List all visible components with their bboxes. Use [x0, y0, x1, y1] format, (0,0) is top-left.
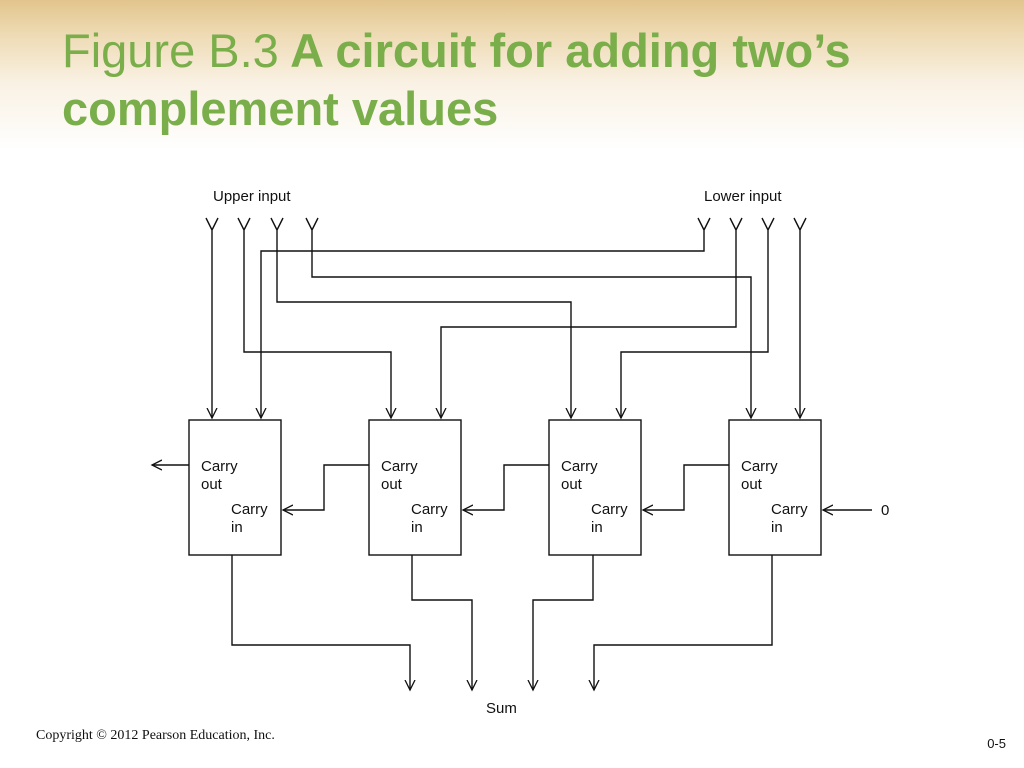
adder-2-carry-out-label-2: out	[381, 476, 403, 493]
carry-in-zero-label: 0	[881, 502, 889, 519]
adder-1-carry-in-label-2: in	[231, 519, 243, 536]
adder-1-carry-in-label: Carry	[231, 501, 268, 518]
adder-1-carry-out-label-2: out	[201, 476, 223, 493]
wire-sum-out-adder-1	[231, 555, 410, 690]
title-caption: A circuit for adding two’s complement va…	[62, 24, 851, 135]
slide-title: Figure B.3 A circuit for adding two’s co…	[62, 22, 1002, 138]
wire-upper-4-to-adder-4	[311, 232, 751, 418]
adder-box-3	[548, 419, 642, 556]
wire-sum-out-adder-2	[411, 555, 472, 690]
wire-sum-out-adder-3	[533, 555, 594, 690]
wire-upper-3-to-adder-3	[276, 232, 571, 418]
adder-4-carry-out-label: Carry	[741, 458, 778, 475]
lower-input-terminal-1	[697, 217, 711, 232]
adder-3-carry-in-label: Carry	[591, 501, 628, 518]
copyright-footer: Copyright © 2012 Pearson Education, Inc.	[36, 728, 275, 743]
adder-box-4	[728, 419, 822, 556]
title-figure-number: Figure B.3	[62, 24, 279, 77]
adder-2-carry-in-label-2: in	[411, 519, 423, 536]
lower-input-label: Lower input	[704, 188, 782, 205]
adder-3-carry-in-label-2: in	[591, 519, 603, 536]
adder-2-carry-in-label: Carry	[411, 501, 448, 518]
adder-4-carry-in-label-2: in	[771, 519, 783, 536]
wire-lower-3-to-adder-3	[621, 232, 769, 418]
wire-lower-2-to-adder-2	[441, 232, 737, 418]
upper-input-terminal-1	[205, 217, 219, 232]
lower-input-terminal-4	[793, 217, 807, 232]
upper-input-terminals	[205, 217, 319, 232]
wire-carry-adder-2-to-adder-1	[283, 464, 369, 510]
adder-3-carry-out-label-2: out	[561, 476, 583, 493]
lower-input-terminal-3	[761, 217, 775, 232]
adder-3-carry-out-label: Carry	[561, 458, 598, 475]
wire-lower-1-to-adder-1	[261, 232, 705, 418]
wire-carry-adder-3-to-adder-2	[463, 464, 549, 510]
upper-input-terminal-2	[237, 217, 251, 232]
lower-input-terminal-2	[729, 217, 743, 232]
lower-input-terminals	[697, 217, 807, 232]
sum-label: Sum	[486, 700, 517, 717]
adder-4-carry-out-label-2: out	[741, 476, 763, 493]
page-number: 0-5	[987, 736, 1006, 751]
adder-4-carry-in-label: Carry	[771, 501, 808, 518]
adder-box-1	[188, 419, 282, 556]
upper-input-terminal-3	[270, 217, 284, 232]
adder-2-carry-out-label: Carry	[381, 458, 418, 475]
wire-upper-2-to-adder-2	[243, 232, 391, 418]
upper-input-terminal-4	[305, 217, 319, 232]
upper-input-label: Upper input	[213, 188, 291, 205]
adder-box-2	[368, 419, 462, 556]
wire-carry-adder-4-to-adder-3	[643, 464, 729, 510]
adder-1-carry-out-label: Carry	[201, 458, 238, 475]
title-background-band	[0, 0, 1024, 150]
wire-sum-out-adder-4	[594, 555, 773, 690]
